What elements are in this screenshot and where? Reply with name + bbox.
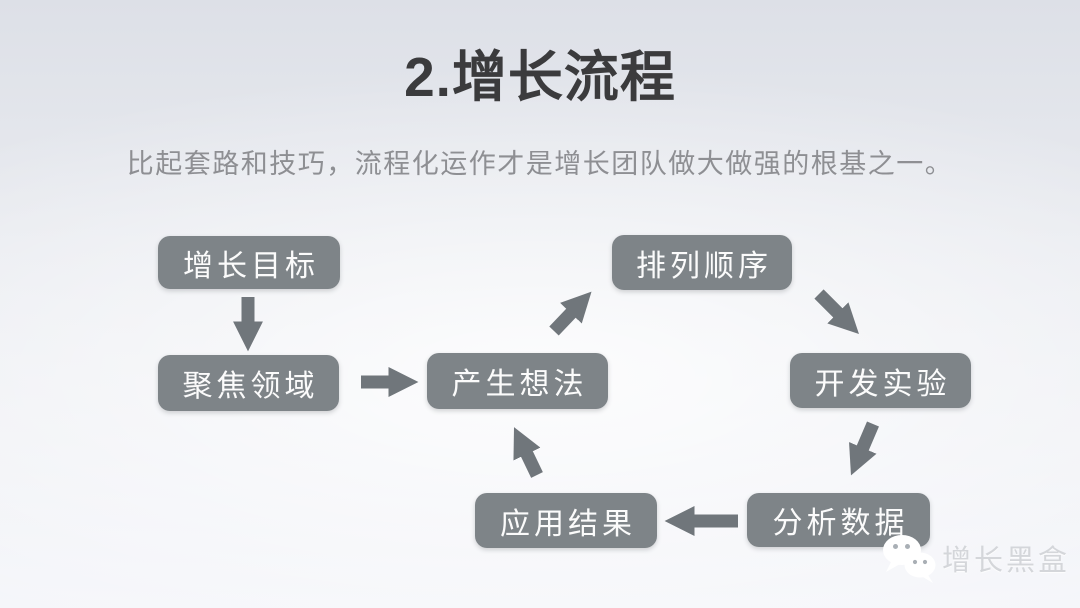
slide-subtitle: 比起套路和技巧，流程化运作才是增长团队做大做强的根基之一。 xyxy=(126,149,954,179)
flow-node-rank-order: 排列顺序 xyxy=(612,235,792,290)
flow-node-focus-area-label: 聚焦领域 xyxy=(182,370,319,403)
flow-node-growth-goal: 增长目标 xyxy=(158,236,340,289)
watermark: 增长黑盒 xyxy=(878,532,1070,584)
flow-node-generate-ideas-label: 产生想法 xyxy=(451,368,588,401)
flow-node-apply-results-label: 应用结果 xyxy=(500,507,636,541)
slide-title: 2.增长流程 xyxy=(404,46,676,108)
flow-node-analyze-data-label: 分析数据 xyxy=(772,507,909,540)
arrow-rank-order-to-develop-experiments-icon xyxy=(814,289,859,334)
flow-node-develop-experiments: 开发实验 xyxy=(790,353,971,408)
arrow-generate-ideas-to-rank-order-icon xyxy=(549,291,592,336)
flow-node-growth-goal-label: 增长目标 xyxy=(183,249,319,283)
wechat-icon xyxy=(883,535,936,583)
flow-node-rank-order-label: 排列顺序 xyxy=(636,249,772,283)
watermark-label: 增长黑盒 xyxy=(942,545,1071,577)
arrow-apply-results-to-generate-ideas-icon xyxy=(513,427,543,478)
flow-node-apply-results: 应用结果 xyxy=(475,493,657,548)
flow-node-focus-area: 聚焦领域 xyxy=(158,355,339,411)
flow-node-generate-ideas: 产生想法 xyxy=(427,353,608,409)
flow-node-develop-experiments-label: 开发实验 xyxy=(814,367,951,401)
arrow-develop-experiments-to-analyze-data-icon xyxy=(849,421,879,476)
